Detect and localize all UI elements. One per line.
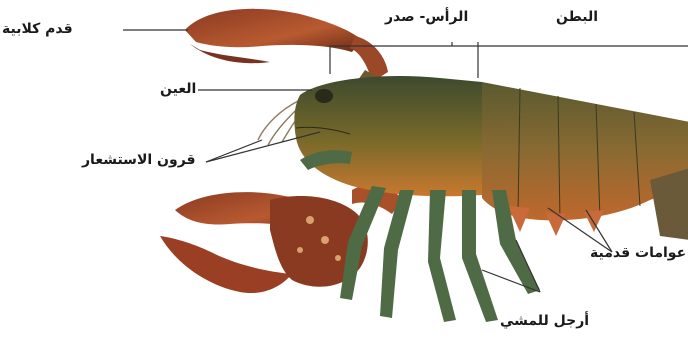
label-antennae: قرون الاستشعار xyxy=(82,153,196,167)
label-cephalothorax: الرأس- صدر xyxy=(385,10,468,24)
label-swimmerets: عوامات قدمية xyxy=(590,246,686,260)
abdomen-shape xyxy=(482,82,688,240)
cephalothorax-shape xyxy=(294,76,482,196)
label-cheliped: قدم كلابية xyxy=(2,22,73,36)
label-walking-legs: أرجل للمشي xyxy=(500,314,589,328)
label-abdomen: البطن xyxy=(556,10,598,24)
label-eye: العين xyxy=(160,82,196,96)
